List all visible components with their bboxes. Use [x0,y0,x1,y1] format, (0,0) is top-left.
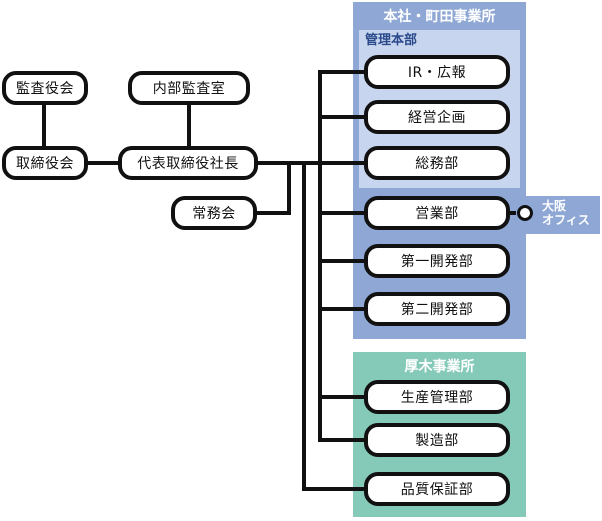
node-naibukansashitsu: 内部監査室 [128,71,250,105]
node-shacho: 代表取締役社長 [118,146,258,180]
region-atsugi-title: 厚木事業所 [404,359,475,375]
node-hinshitsu-hosho: 品質保証部 [364,472,510,506]
node-keiei-kikaku: 経営企画 [364,100,510,134]
osaka-line1: 大阪 [542,199,567,213]
node-somubu: 総務部 [364,146,510,180]
node-kansayakukai: 監査役会 [2,71,88,105]
osaka-line2: オフィス [542,213,590,227]
osaka-connector-ring [517,205,533,221]
node-ir-koho: IR・広報 [364,55,510,89]
node-jomukai: 常務会 [171,196,257,230]
node-seizobu: 製造部 [364,423,510,457]
node-eigyobu: 営業部 [364,196,510,230]
region-honsha-title: 本社・町田事業所 [383,9,496,25]
region-kanri-title: 管理本部 [365,33,418,48]
node-dai2-kaihatsu: 第二開発部 [364,292,510,326]
node-dai1-kaihatsu: 第一開発部 [364,244,510,278]
node-seisan-kanri: 生産管理部 [364,380,510,414]
node-torishimariyakukai: 取締役会 [2,146,88,180]
